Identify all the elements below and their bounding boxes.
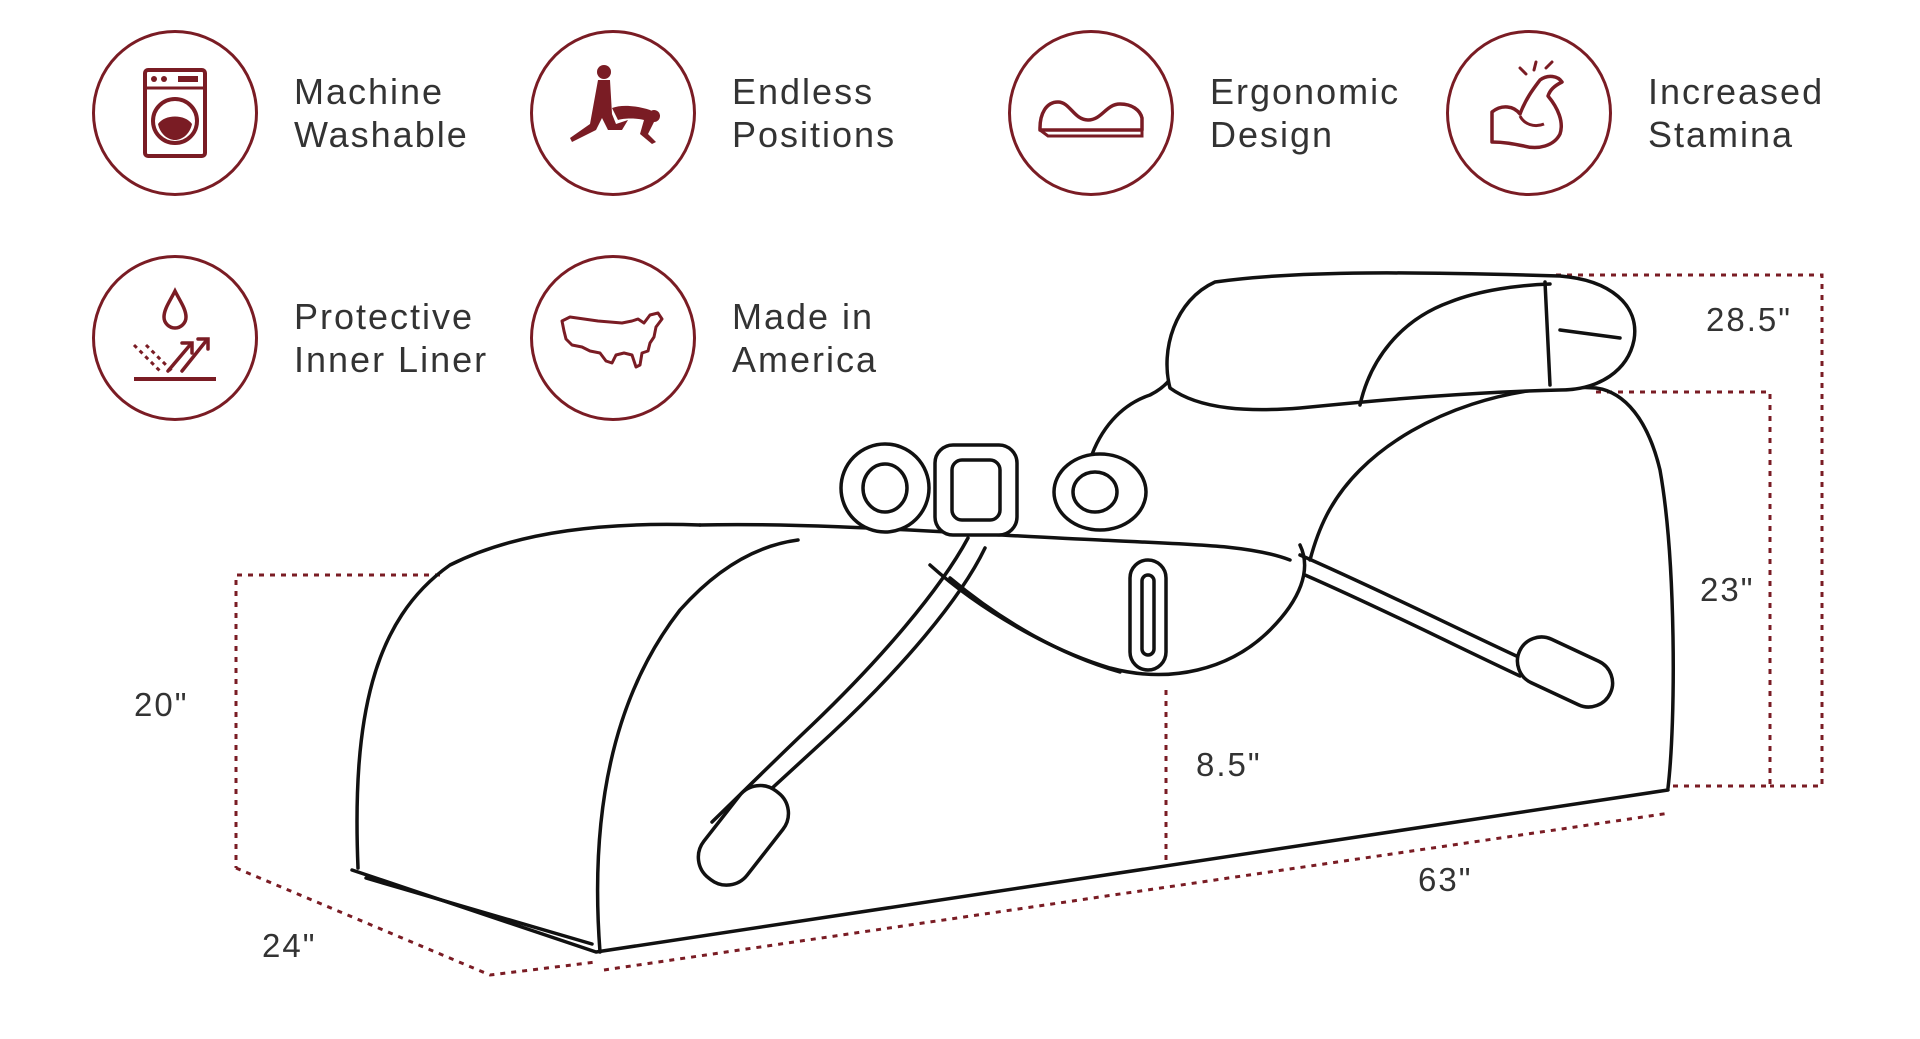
- center-cuff-band: [950, 458, 1002, 522]
- front-strap: [928, 543, 1307, 677]
- flexed-arm-icon: [1446, 30, 1612, 196]
- left-bolster-face: [595, 538, 800, 954]
- washing-machine-icon: [92, 30, 258, 196]
- left-strap-buckle: [696, 783, 791, 887]
- feature-label-line2: Inner Liner: [294, 339, 489, 380]
- dim-back-height: 23": [1700, 571, 1754, 608]
- zipper-pull: [1128, 558, 1168, 672]
- zipper-slot: [1140, 573, 1156, 657]
- feature-label-line1: Endless: [732, 71, 875, 112]
- left-strap-edge: [710, 536, 970, 824]
- water-repel-icon: [92, 255, 258, 421]
- left-cuff-hole: [861, 462, 909, 514]
- feature-label-line1: Increased: [1648, 71, 1825, 112]
- right-strap: [1298, 553, 1527, 662]
- front-strap-inner: [948, 576, 1122, 674]
- dim-width: 24": [262, 927, 316, 964]
- feature-label-line1: Ergonomic: [1210, 71, 1401, 112]
- feature-label-line1: Protective: [294, 296, 475, 337]
- feature-endless-positions: Endless Positions: [530, 30, 896, 196]
- feature-machine-washable: Machine Washable: [92, 30, 469, 196]
- dimension-lines: [234, 273, 1824, 977]
- base-seam: [364, 876, 594, 946]
- headrest-pillow: [1165, 271, 1637, 412]
- headrest-stitch: [1543, 280, 1622, 387]
- top-height-guide: [1556, 273, 1824, 788]
- feature-label-line2: Washable: [294, 114, 469, 155]
- feature-label-line2: Positions: [732, 114, 897, 155]
- feature-label-line2: America: [732, 339, 879, 380]
- length-guide: [603, 811, 1671, 972]
- headrest-fold: [1358, 282, 1552, 407]
- right-cuff-hole: [1071, 470, 1119, 514]
- dim-top-height: 28.5": [1706, 301, 1792, 338]
- feature-label-line1: Machine: [294, 71, 445, 112]
- center-cuff: [933, 443, 1019, 537]
- width-guide: [235, 866, 597, 977]
- feature-ergonomic-design: Ergonomic Design: [1008, 30, 1400, 196]
- dim-length: 63": [1418, 861, 1472, 898]
- front-height-guide: [234, 573, 440, 868]
- feature-made-in-america: Made in America: [530, 255, 878, 421]
- feature-label-line2: Stamina: [1648, 114, 1795, 155]
- back-height-guide: [1596, 390, 1772, 788]
- couple-position-icon: [530, 30, 696, 196]
- feature-label-line2: Design: [1210, 114, 1335, 155]
- lounger-drawing: [350, 271, 1675, 954]
- feature-protective-liner: Protective Inner Liner: [92, 255, 488, 421]
- dim-front-height: 20": [134, 686, 188, 723]
- right-strap-buckle: [1515, 635, 1615, 709]
- left-bolster: [355, 522, 702, 870]
- feature-increased-stamina: Increased Stamina: [1446, 30, 1824, 196]
- right-strap-edge: [1303, 573, 1522, 678]
- usa-map-icon: [530, 255, 696, 421]
- right-side: [1308, 385, 1675, 790]
- wave-cushion-icon: [1008, 30, 1174, 196]
- dim-center-height: 8.5": [1196, 746, 1262, 783]
- feature-label-line1: Made in: [732, 296, 875, 337]
- seat-top: [698, 522, 1292, 562]
